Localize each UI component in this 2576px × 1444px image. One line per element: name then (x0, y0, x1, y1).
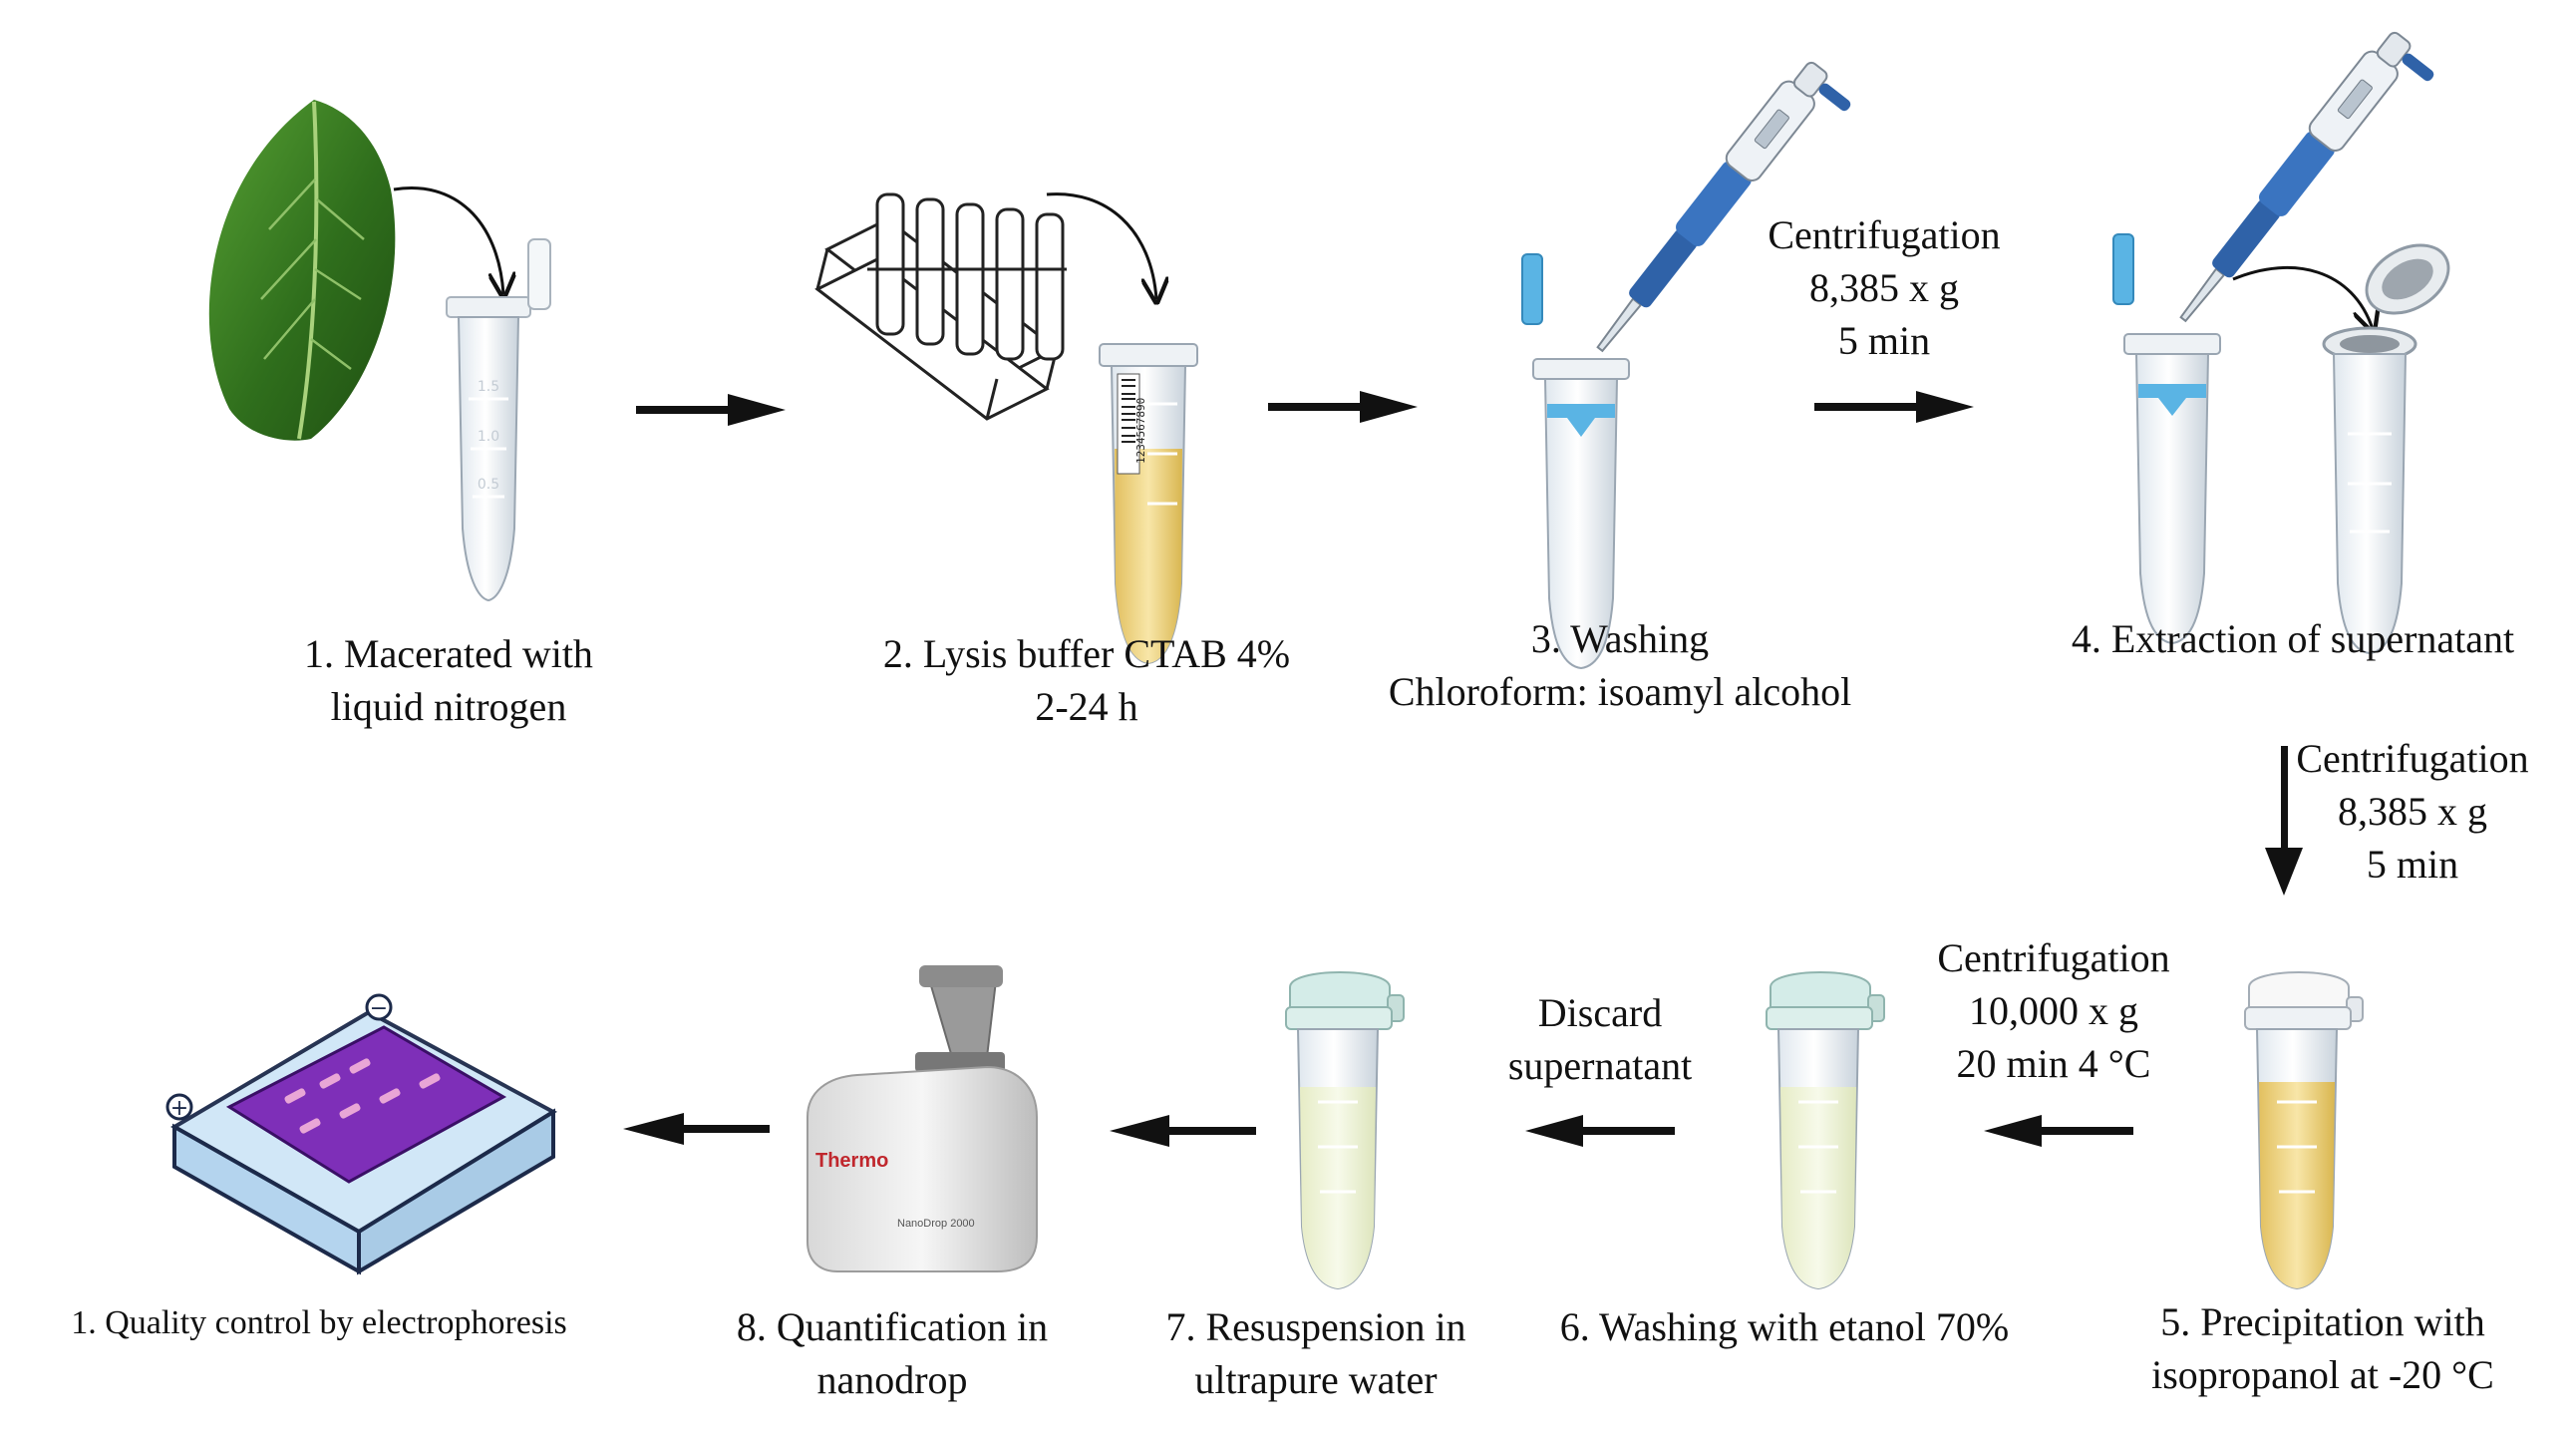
flow-arrow-4-to-5 (2265, 746, 2303, 896)
step-4-label: 4. Extraction of supernatant (2034, 613, 2552, 666)
test-tube-rack-icon (814, 192, 1067, 421)
step-8-line2: nanodrop (816, 1356, 968, 1402)
tube-lysis-buffer: 1234567890 (1099, 343, 1198, 665)
tube-mark-1-0: 1.0 (478, 429, 499, 445)
step-5-line1: 5. Precipitation with (2160, 1299, 2485, 1344)
step-8-line1: 8. Quantification in (736, 1304, 1049, 1349)
step-5-line2: isopropanol at -20 °C (2151, 1351, 2494, 1397)
flow-arrow-8-to-9 (623, 1113, 770, 1145)
transition-2-line3: 5 min (2366, 841, 2459, 887)
step-1-label: 1. Macerated with liquid nitrogen (249, 628, 648, 734)
transition-3-line1: Centrifugation (1937, 935, 2170, 980)
transition-2-label: Centrifugation 8,385 x g 5 min (2263, 733, 2562, 891)
step-2-label: 2. Lysis buffer CTAB 4% 2-24 h (837, 628, 1336, 734)
flow-arrow-6-to-7 (1525, 1115, 1675, 1147)
tube-supernatant (2112, 233, 2221, 645)
gel-cathode: − (370, 996, 388, 1021)
tube-ultrapure-water (1285, 971, 1405, 1290)
transfer-curve-arrow-1 (393, 186, 503, 294)
transition-2-line2: 8,385 x g (2338, 788, 2487, 834)
pipette-icon (1596, 61, 1851, 353)
flow-arrow-2-to-3 (1268, 391, 1418, 423)
step-9-label: 1. Quality control by electrophoresis (20, 1301, 618, 1346)
step-5-label: 5. Precipitation with isopropanol at -20… (2113, 1296, 2532, 1402)
barcode-text: 1234567890 (1134, 398, 1147, 464)
step-8-label: 8. Quantification in nanodrop (703, 1301, 1082, 1407)
flow-arrow-5-to-6 (1984, 1115, 2133, 1147)
transition-1-label: Centrifugation 8,385 x g 5 min (1735, 209, 2034, 367)
step-1-line2: liquid nitrogen (330, 683, 567, 729)
electrophoresis-gel-icon: − + (165, 993, 557, 1275)
transfer-curve-arrow-2 (1046, 192, 1156, 299)
step-4-line1: 4. Extraction of supernatant (2071, 616, 2515, 661)
step-2-line1: 2. Lysis buffer CTAB 4% (882, 631, 1291, 676)
leaf-icon (208, 100, 396, 441)
flow-arrows (623, 391, 2303, 1147)
tube-mark-0-5: 0.5 (478, 477, 499, 493)
device-model: NanoDrop 2000 (897, 1218, 975, 1230)
flow-arrow-1-to-2 (636, 394, 786, 426)
tube-mark-1-5: 1.5 (478, 379, 499, 395)
transition-1-line1: Centrifugation (1768, 212, 2001, 257)
device-brand: Thermo (815, 1150, 888, 1172)
transition-3-line2: 10,000 x g (1969, 987, 2138, 1033)
tube-open-icon (2322, 243, 2450, 655)
step-3-line2: Chloroform: isoamyl alcohol (1388, 668, 1852, 714)
step-9-line1: 1. Quality control by electrophoresis (71, 1304, 567, 1341)
step-2-line2: 2-24 h (1035, 683, 1138, 729)
step-7-label: 7. Resuspension in ultrapure water (1127, 1301, 1505, 1407)
step-3-line1: 3. Washing (1530, 616, 1710, 661)
flow-arrow-3-to-4 (1814, 391, 1974, 423)
step-7-line2: ultrapure water (1194, 1356, 1438, 1402)
step-3-label: 3. Washing Chloroform: isoamyl alcohol (1356, 613, 1884, 719)
step-6-line1: 6. Washing with etanol 70% (1559, 1304, 2010, 1349)
gel-anode: + (170, 1096, 188, 1121)
pipette-icon-2 (2179, 31, 2434, 323)
transfer-curve-arrow-3 (2232, 265, 2373, 329)
step-6-label: 6. Washing with etanol 70% (1535, 1301, 2034, 1354)
flow-arrow-7-to-8 (1110, 1115, 1256, 1147)
transition-3-line3: 20 min 4 °C (1956, 1040, 2151, 1086)
step-1-line1: 1. Macerated with (304, 631, 593, 676)
tube-ethanol (1766, 971, 1885, 1290)
tube-empty-1: 1.5 1.0 0.5 (446, 238, 551, 602)
transition-2-line1: Centrifugation (2296, 736, 2529, 781)
nanodrop-device-icon: Thermo NanoDrop 2000 (806, 965, 1038, 1272)
transition-3-label: Centrifugation 10,000 x g 20 min 4 °C (1894, 932, 2213, 1090)
tube-washing (1521, 253, 1630, 670)
transition-4-line1: Discard (1537, 990, 1663, 1035)
transition-1-line2: 8,385 x g (1809, 264, 1959, 310)
transition-4-label: Discard supernatant (1460, 987, 1740, 1093)
step-7-line1: 7. Resuspension in (1165, 1304, 1466, 1349)
tube-isopropanol (2244, 971, 2364, 1290)
transition-1-line3: 5 min (1837, 317, 1931, 363)
transition-4-line2: supernatant (1507, 1042, 1693, 1088)
